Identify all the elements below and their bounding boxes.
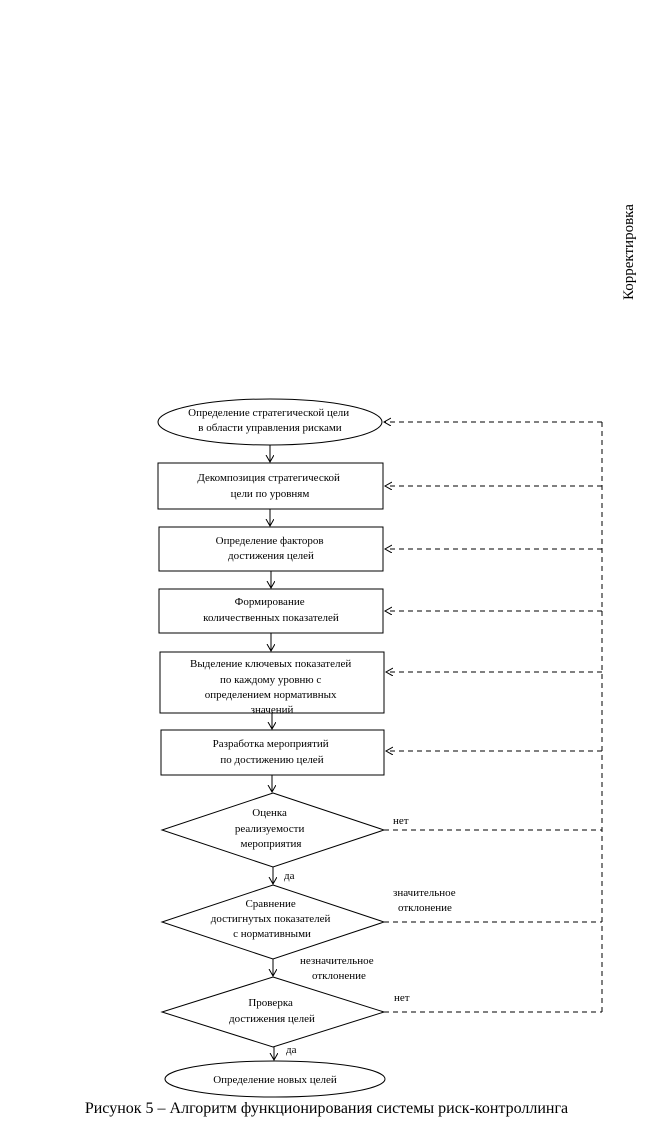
flow-arrows (270, 445, 274, 1060)
node-step1 (157, 462, 384, 510)
node-decision-2-text: Сравнение достигнутых показателей с норм… (211, 898, 333, 940)
node-step5 (160, 729, 385, 776)
node-start-text: Определение стратегической цели в област… (188, 407, 352, 434)
edge-label-dec1-yes: да (284, 870, 295, 882)
node-step2 (158, 526, 384, 572)
edge-label-dec2-insignificant: незначительное отклонение (300, 955, 376, 982)
correction-feedback-lines (384, 422, 603, 1013)
node-step5-text: Разработка мероприятий по достижению цел… (213, 738, 332, 766)
edge-label-dec1-no: нет (393, 815, 409, 827)
node-step3-text: Формирование количественных показателей (203, 596, 339, 624)
edge-label-dec2-significant: значительное отклонение (393, 887, 458, 914)
node-step2-text: Определение факторов достижения целей (216, 535, 327, 562)
edge-label-dec3-no: нет (394, 992, 410, 1004)
node-decision-3 (160, 976, 386, 1048)
node-step4-text: Выделение ключевых показателей по каждом… (190, 658, 354, 716)
correction-label: Корректировка (621, 204, 637, 300)
node-step1-text: Декомпозиция стратегической цели по уров… (197, 472, 342, 500)
node-step3 (158, 588, 384, 634)
node-decision-3-text: Проверка достижения целей (229, 997, 315, 1025)
edge-label-dec3-yes: да (286, 1044, 297, 1056)
node-end-text: Определение новых целей (213, 1074, 337, 1086)
figure-caption: Рисунок 5 – Алгоритм функционирования си… (84, 1100, 569, 1117)
node-decision-1-text: Оценка реализуемости мероприятия (235, 807, 307, 850)
